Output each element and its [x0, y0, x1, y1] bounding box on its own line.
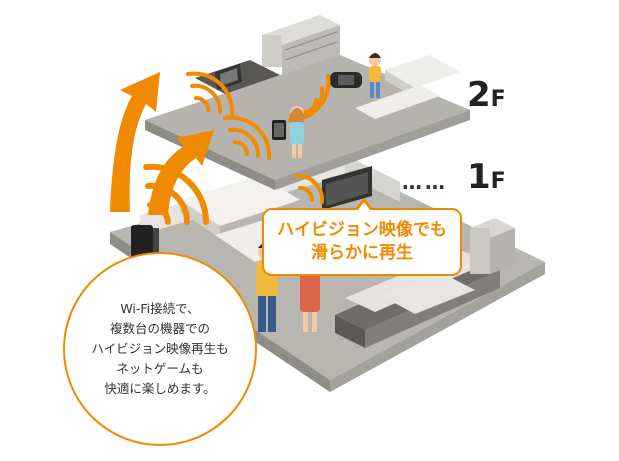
speech-bubble: ハイビジョン映像でも 滑らかに再生	[262, 208, 462, 276]
floor-label-2f: 2F	[467, 78, 506, 112]
floor-label-1f: 1F	[467, 160, 506, 194]
router-icon	[131, 225, 159, 257]
floor-number: 1	[467, 157, 491, 197]
floor-unit: F	[490, 87, 506, 112]
callout-line: 快適に楽しめます。	[104, 381, 216, 396]
tablet-icon	[272, 120, 286, 140]
leader-dots: ……	[402, 170, 448, 194]
floor-number: 2	[467, 75, 491, 115]
refrigerator-icon	[470, 218, 515, 274]
bubble-line: ハイビジョン映像でも	[277, 220, 447, 240]
speech-bubble-tail-inner	[358, 202, 370, 210]
bubble-line: 滑らかに再生	[311, 243, 413, 263]
floor-unit: F	[490, 169, 506, 194]
callout-line: Wi-Fi接続で、	[120, 301, 200, 316]
callout-line: ハイビジョン映像再生も	[91, 341, 229, 356]
floor-2f	[145, 15, 470, 190]
game-console-icon	[330, 72, 362, 88]
callout-line: ネットゲームも	[116, 361, 204, 376]
feature-callout: Wi-Fi接続で、 複数台の機器での ハイビジョン映像再生も ネットゲームも 快…	[63, 252, 257, 446]
callout-line: 複数台の機器での	[109, 321, 210, 336]
arrow-up-icon	[110, 72, 214, 215]
